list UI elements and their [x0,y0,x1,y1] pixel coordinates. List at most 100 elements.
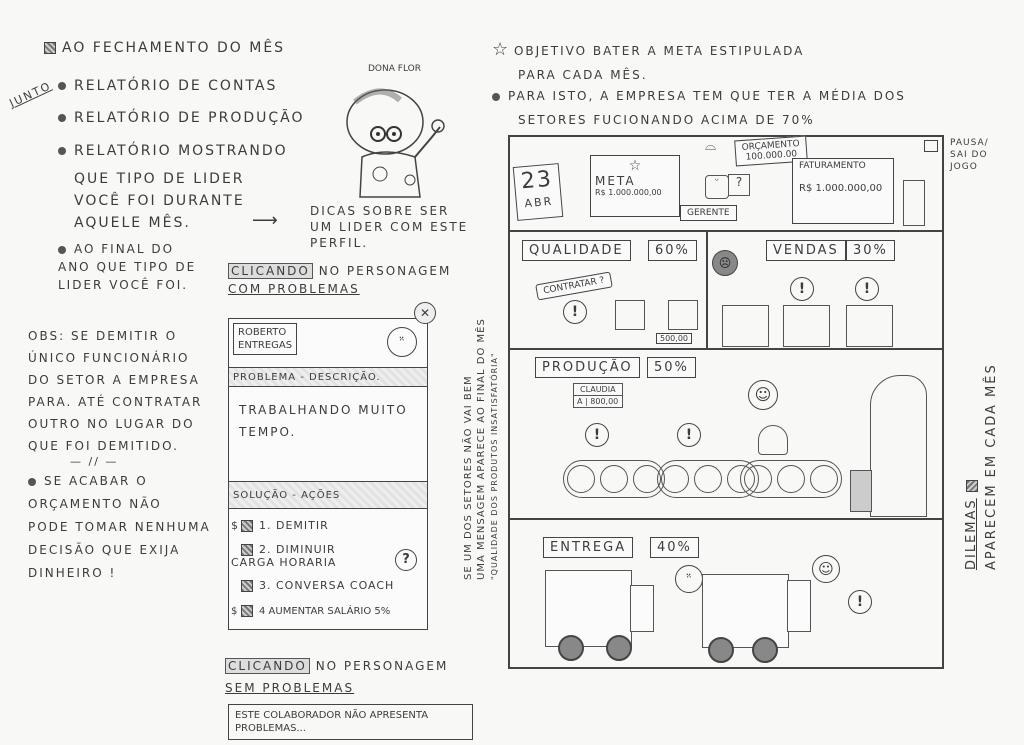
production-worker[interactable] [758,425,788,455]
goal-board: ☆ Meta R$ 1.000.000,00 [590,155,680,217]
line: você foi durante [74,193,245,209]
line: Trabalhando muito [239,403,408,417]
action-item[interactable]: 2. Diminuir carga horaria [231,543,381,579]
bullet-icon [58,147,66,155]
employee-name-box: Roberto Entregas [233,323,298,355]
line: Dicas sobre ser [310,204,450,218]
objective-note: ☆ Objetivo bater a meta estipulada para … [492,38,804,87]
bullet-leader-report: Relatório mostrando [58,143,288,159]
worried-face-icon: ᵔ̈ [387,327,417,357]
close-icon[interactable]: ✕ [414,302,436,324]
dona-flor-character[interactable] [340,82,450,202]
action-label: 3. Conversa coach [259,579,395,592]
game-screen [508,135,944,669]
bullet-icon [58,114,66,122]
line: no personagem [318,264,452,278]
alert-icon[interactable]: ! [790,277,814,301]
year-end-note: Ao final do ano que tipo de lider você f… [58,240,196,294]
truck-driver-cab[interactable] [787,580,811,632]
worker-desk[interactable] [668,300,698,330]
action-label: 4 Aumentar salário 5% [259,606,391,617]
floor-divider [508,230,942,232]
alert-icon[interactable]: ! [585,423,609,447]
help-icon[interactable]: ? [395,549,417,571]
line: sai do [950,150,988,160]
alert-icon[interactable]: ! [563,300,587,324]
line: Pausa/ [950,138,989,148]
manager-character[interactable]: ᵕ [705,175,729,199]
line: pode tomar nenhuma [28,520,211,534]
clicando-label: Clicando [228,263,313,279]
pause-button[interactable] [924,140,938,152]
checkbox-icon[interactable] [241,520,253,532]
goal-label: Meta [595,174,636,188]
worker-desk[interactable] [615,300,645,330]
truck-driver-cab[interactable] [630,585,654,632]
obs-note: OBS: Se demitir o único funcionário do s… [28,325,202,457]
wheel-icon [708,637,734,663]
problem-header: Problema - descrição. [229,367,427,387]
alert-icon[interactable]: ! [848,590,872,614]
dona-flor-illustration [346,88,445,198]
action-item[interactable]: 3. Conversa coach [231,579,425,605]
date-month: Abr [524,194,554,211]
line: dinheiro ! [28,566,117,580]
sector-sales-label[interactable]: Vendas [766,240,846,261]
alert-icon[interactable]: ! [855,277,879,301]
objective-bullet: Para isto, a empresa tem que ter a média… [492,84,906,132]
manager-desk[interactable]: Gerente [680,205,737,221]
sales-desk[interactable] [722,305,769,347]
bullet-accounts-report: Relatório de contas [58,78,277,94]
line: Este colaborador não apresenta [235,710,429,721]
tips-note: Dicas sobre ser um lider com este perfil… [310,203,468,251]
actions-list: $1. Demitir 2. Diminuir carga horaria 3.… [231,519,425,627]
solution-header: Solução - ações [229,481,427,509]
line: aparecem em cada mês [984,363,999,570]
delivery-truck [702,574,789,648]
worker-salary: 800,00 [590,397,619,406]
checkbox-icon[interactable] [241,580,253,592]
employee-sector: Entregas [238,340,293,351]
no-problems-message-box: Este colaborador não apresenta problemas… [228,704,473,740]
bullet-text: Relatório mostrando [74,143,288,159]
worried-face-icon: ᵔ̈ [675,565,703,593]
bullet-icon [28,477,36,486]
cost-icon: $ [231,606,238,617]
line: no personagem [315,659,449,673]
sector-quality-label[interactable]: Qualidade [522,240,631,261]
click-no-problems-note: Clicando no personagem sem problemas [225,655,448,699]
line: "qualidade dos produtos insatisfatória" [490,352,499,580]
line: sem problemas [225,681,355,695]
action-item[interactable]: $4 Aumentar salário 5% [231,605,425,627]
sector-production-pct: 50% [647,357,696,378]
sector-production-label[interactable]: Produção [535,357,640,378]
hire-cost: 500,00 [656,333,692,344]
wheel-icon [606,635,632,661]
action-item[interactable]: $1. Demitir [231,519,425,543]
delivery-truck [545,570,632,647]
line: com problemas [228,282,360,296]
bullet-icon [58,82,66,90]
click-with-problems-note: Clicando no personagem com problemas [228,262,451,298]
employee-problem-dialog: Roberto Entregas ᵔ̈ Problema - descrição… [228,318,428,630]
line: problemas... [235,723,306,734]
line: um lider com este [310,220,469,234]
leader-report-detail: que tipo de lider você foi durante aquel… [74,168,245,234]
line: para. Até contratar [28,395,203,409]
sales-desk[interactable] [846,305,893,347]
employee-name: Roberto [238,327,287,338]
alert-icon[interactable]: ! [677,423,701,447]
sales-desk[interactable] [783,305,830,347]
line: orçamento não [28,497,162,511]
revenue-board: Faturamento R$ 1.000.000,00 [792,158,894,224]
file-cabinet [903,180,925,226]
checkbox-icon[interactable] [241,544,253,556]
sector-delivery-label[interactable]: Entrega [543,537,634,558]
bullet-icon [58,245,66,254]
pause-note: Pausa/ sai do jogo [950,137,989,173]
machine-operator[interactable] [850,470,872,512]
goal-value: R$ 1.000.000,00 [595,188,662,197]
action-label: 2. Diminuir carga horaria [231,543,337,569]
line: Para isto, a empresa tem que ter a média… [508,89,906,103]
checkbox-icon[interactable] [241,605,253,617]
